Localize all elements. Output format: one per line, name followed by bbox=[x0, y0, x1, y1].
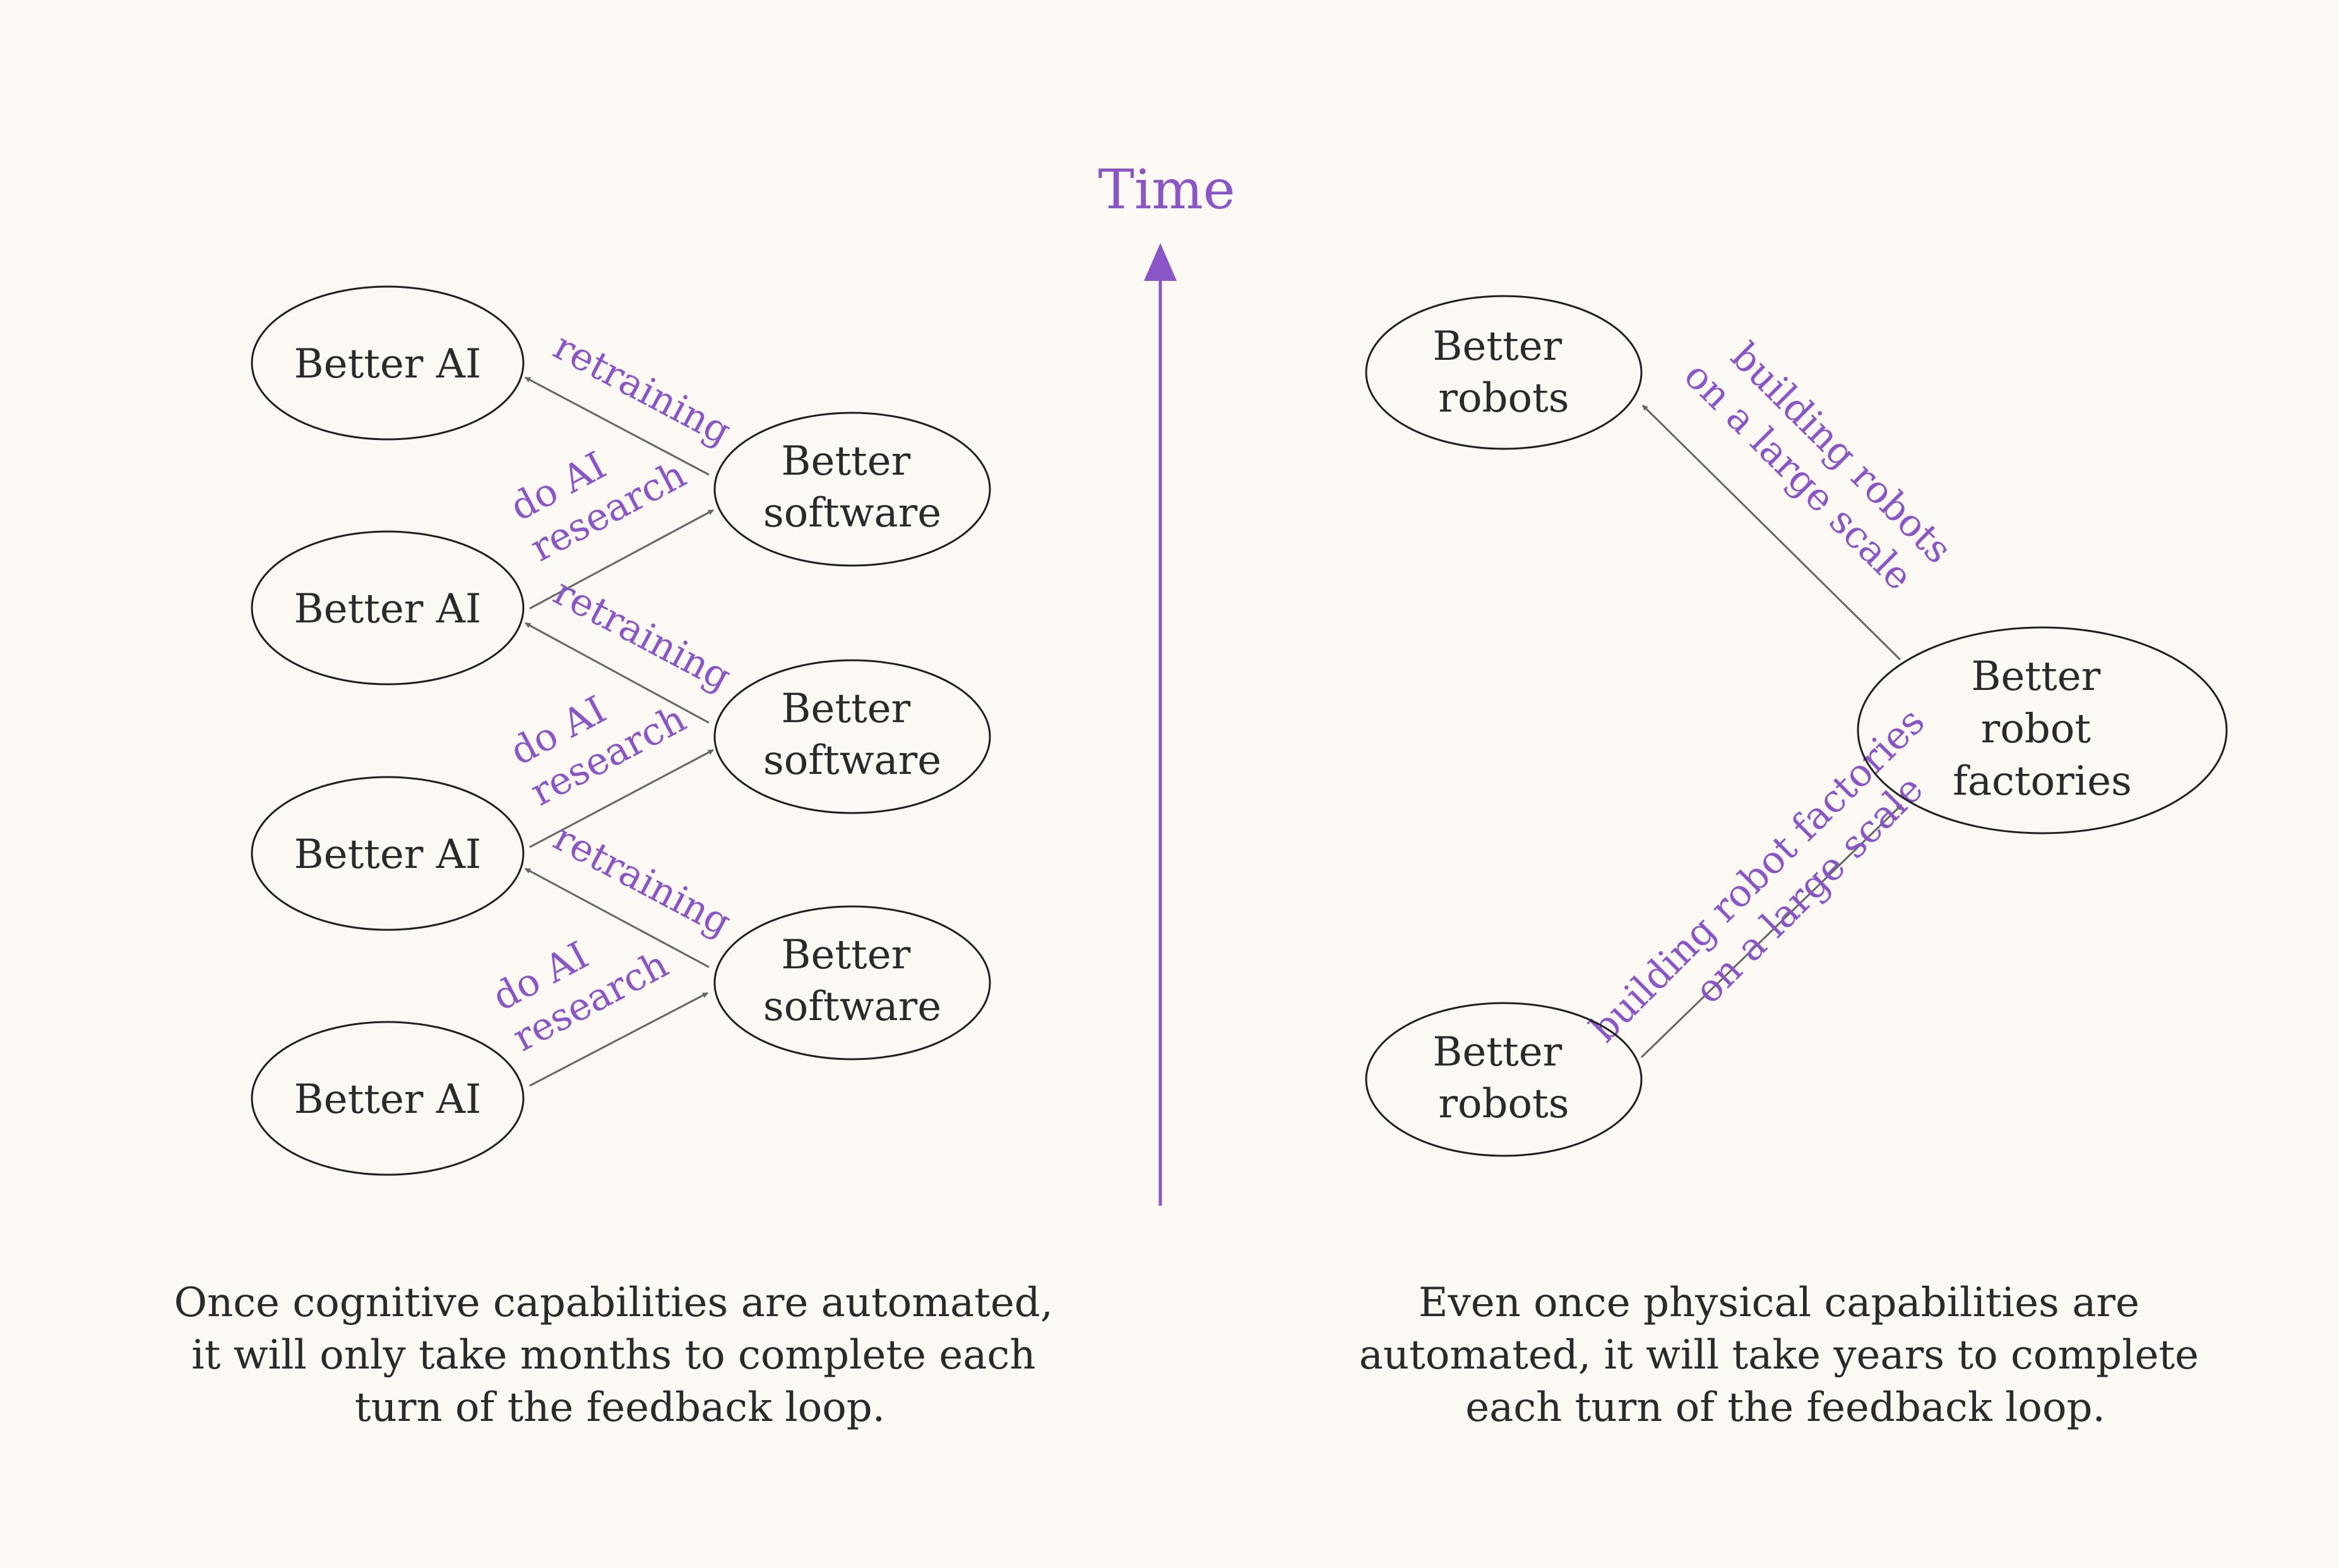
node-label-line: software bbox=[763, 490, 941, 537]
edge-label-retraining-1: retraining bbox=[547, 815, 739, 945]
right-caption: Even once physical capabilities are auto… bbox=[1359, 1280, 2212, 1431]
edge-label-retraining-3: retraining bbox=[547, 324, 739, 454]
node-label-line: Better bbox=[1432, 1029, 1562, 1076]
node-better-robot-factories: Better robot factories bbox=[1857, 626, 2228, 834]
node-better-software-1: Better software bbox=[713, 905, 991, 1060]
node-label-line: robot bbox=[1981, 706, 2092, 752]
time-label: Time bbox=[1098, 158, 1235, 222]
node-label: Better software bbox=[763, 686, 941, 784]
node-label-line: Better bbox=[781, 932, 910, 978]
node-label-line: factories bbox=[1953, 758, 2132, 805]
node-better-robots-top: Better robots bbox=[1365, 295, 1643, 450]
node-better-robots-bottom: Better robots bbox=[1365, 1002, 1643, 1157]
node-label: Better software bbox=[763, 438, 941, 537]
left-loop: retraining do AI research retraining do … bbox=[174, 285, 1066, 1431]
edge-label-research-1: do AI research bbox=[484, 902, 676, 1060]
node-label-line: Better bbox=[781, 438, 910, 485]
caption-line: each turn of the feedback loop. bbox=[1465, 1384, 2105, 1431]
caption-line: automated, it will take years to complet… bbox=[1359, 1332, 2199, 1379]
edge-building-factories bbox=[1640, 804, 1903, 1059]
node-label-line: robots bbox=[1438, 1081, 1569, 1127]
left-caption: Once cognitive capabilities are automate… bbox=[174, 1280, 1066, 1431]
node-label-line: Better bbox=[781, 686, 910, 732]
caption-line: Once cognitive capabilities are automate… bbox=[174, 1280, 1053, 1326]
node-better-ai-2: Better AI bbox=[251, 776, 525, 931]
edge-research-3 bbox=[529, 509, 714, 610]
edge-label-research-3: do AI research bbox=[502, 412, 693, 571]
node-label-line: Better bbox=[1971, 653, 2100, 700]
caption-line: turn of the feedback loop. bbox=[355, 1384, 885, 1431]
edge-label-line: building robot factories bbox=[1581, 699, 1933, 1051]
edge-research-2 bbox=[529, 749, 714, 848]
node-better-software-3: Better software bbox=[713, 412, 991, 567]
node-label: Better robots bbox=[1432, 1029, 1574, 1127]
time-axis: Time bbox=[1098, 158, 1235, 1206]
node-better-ai-1: Better AI bbox=[251, 1021, 525, 1176]
edge-research-1 bbox=[529, 992, 708, 1087]
edge-label-building-factories: building robot factories on a large scal… bbox=[1581, 691, 1975, 1084]
node-label: Better AI bbox=[294, 1076, 482, 1123]
node-label: Better software bbox=[763, 932, 941, 1030]
edge-label-retraining-2: retraining bbox=[547, 569, 739, 699]
node-better-software-2: Better software bbox=[713, 659, 991, 814]
node-label-line: robots bbox=[1438, 375, 1569, 422]
edge-retraining-3 bbox=[525, 376, 710, 476]
time-arrowhead-icon bbox=[1144, 243, 1177, 281]
node-better-ai-4: Better AI bbox=[251, 285, 525, 441]
node-label: Better AI bbox=[294, 831, 482, 878]
caption-line: Even once physical capabilities are bbox=[1419, 1280, 2140, 1326]
node-label: Better robots bbox=[1432, 323, 1574, 422]
node-label-line: Better bbox=[1432, 323, 1562, 370]
node-better-ai-3: Better AI bbox=[251, 530, 525, 686]
node-label: Better robot factories bbox=[1953, 653, 2132, 805]
edge-retraining-1 bbox=[525, 867, 710, 968]
node-label-line: software bbox=[763, 983, 941, 1030]
edge-retraining-2 bbox=[525, 622, 710, 724]
node-label-line: software bbox=[763, 737, 941, 784]
right-loop: building robots on a large scale buildin… bbox=[1359, 295, 2228, 1431]
edge-building-robots bbox=[1641, 404, 1902, 661]
edge-label-research-2: do AI research bbox=[502, 656, 693, 815]
caption-line: it will only take months to complete eac… bbox=[191, 1332, 1035, 1379]
node-label: Better AI bbox=[294, 341, 482, 388]
edge-label-building-robots: building robots on a large scale bbox=[1675, 320, 1969, 614]
node-label: Better AI bbox=[294, 586, 482, 633]
